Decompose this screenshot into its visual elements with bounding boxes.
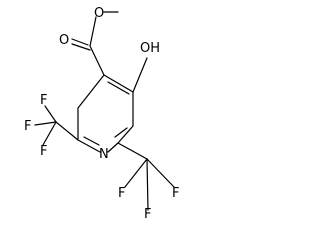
structure-diagram: O O OH N F F F F F F (24, 6, 179, 222)
atom-label-hydroxyl: OH (140, 41, 160, 56)
bond-cf3r-f-right (146, 158, 175, 188)
atom-label-f-right-bottom: F (144, 207, 151, 222)
bond-cf3-f-bottom (42, 121, 57, 146)
bond-n-c2-inner (83, 136, 100, 146)
atom-labels: O O OH N F F F F F F (24, 6, 179, 222)
atom-label-f-right-left: F (118, 186, 125, 201)
atom-label-f-left-top: F (40, 93, 47, 108)
bond-cf3-f-top (44, 105, 57, 123)
atom-label-f-right-right: F (172, 186, 179, 201)
bond-c5-c6-inner (114, 127, 128, 138)
bond-cf3-f-left (34, 121, 57, 126)
bond-c3-c4-inner (107, 81, 130, 95)
bond-c3-ester-c (89, 45, 105, 76)
bond-c5-c6 (117, 125, 134, 144)
bond-c4-oh (132, 57, 148, 93)
atom-label-ring-n: N (99, 147, 109, 162)
bond-n-c2 (77, 139, 101, 153)
bond-ester-c-o-double-1 (71, 38, 89, 46)
atom-label-ester-ether-o: O (94, 6, 104, 21)
bond-cf3r-f-left (124, 158, 148, 188)
bond-cf3r-f-bottom (146, 158, 149, 211)
atom-label-ester-carbonyl-o: O (59, 33, 69, 48)
atom-label-f-left-left: F (24, 119, 31, 134)
bond-c3-c3a (77, 74, 105, 109)
bond-c6-cf3 (117, 142, 148, 160)
bond-c3-c4 (103, 74, 134, 93)
bonds (34, 11, 175, 211)
bond-c6-n (107, 142, 119, 153)
bond-c2-cf3 (55, 121, 79, 141)
atom-label-f-left-bottom: F (40, 144, 47, 159)
bond-ester-c-o-single (89, 16, 97, 47)
bond-ester-c-o-double-2 (71, 43, 91, 51)
